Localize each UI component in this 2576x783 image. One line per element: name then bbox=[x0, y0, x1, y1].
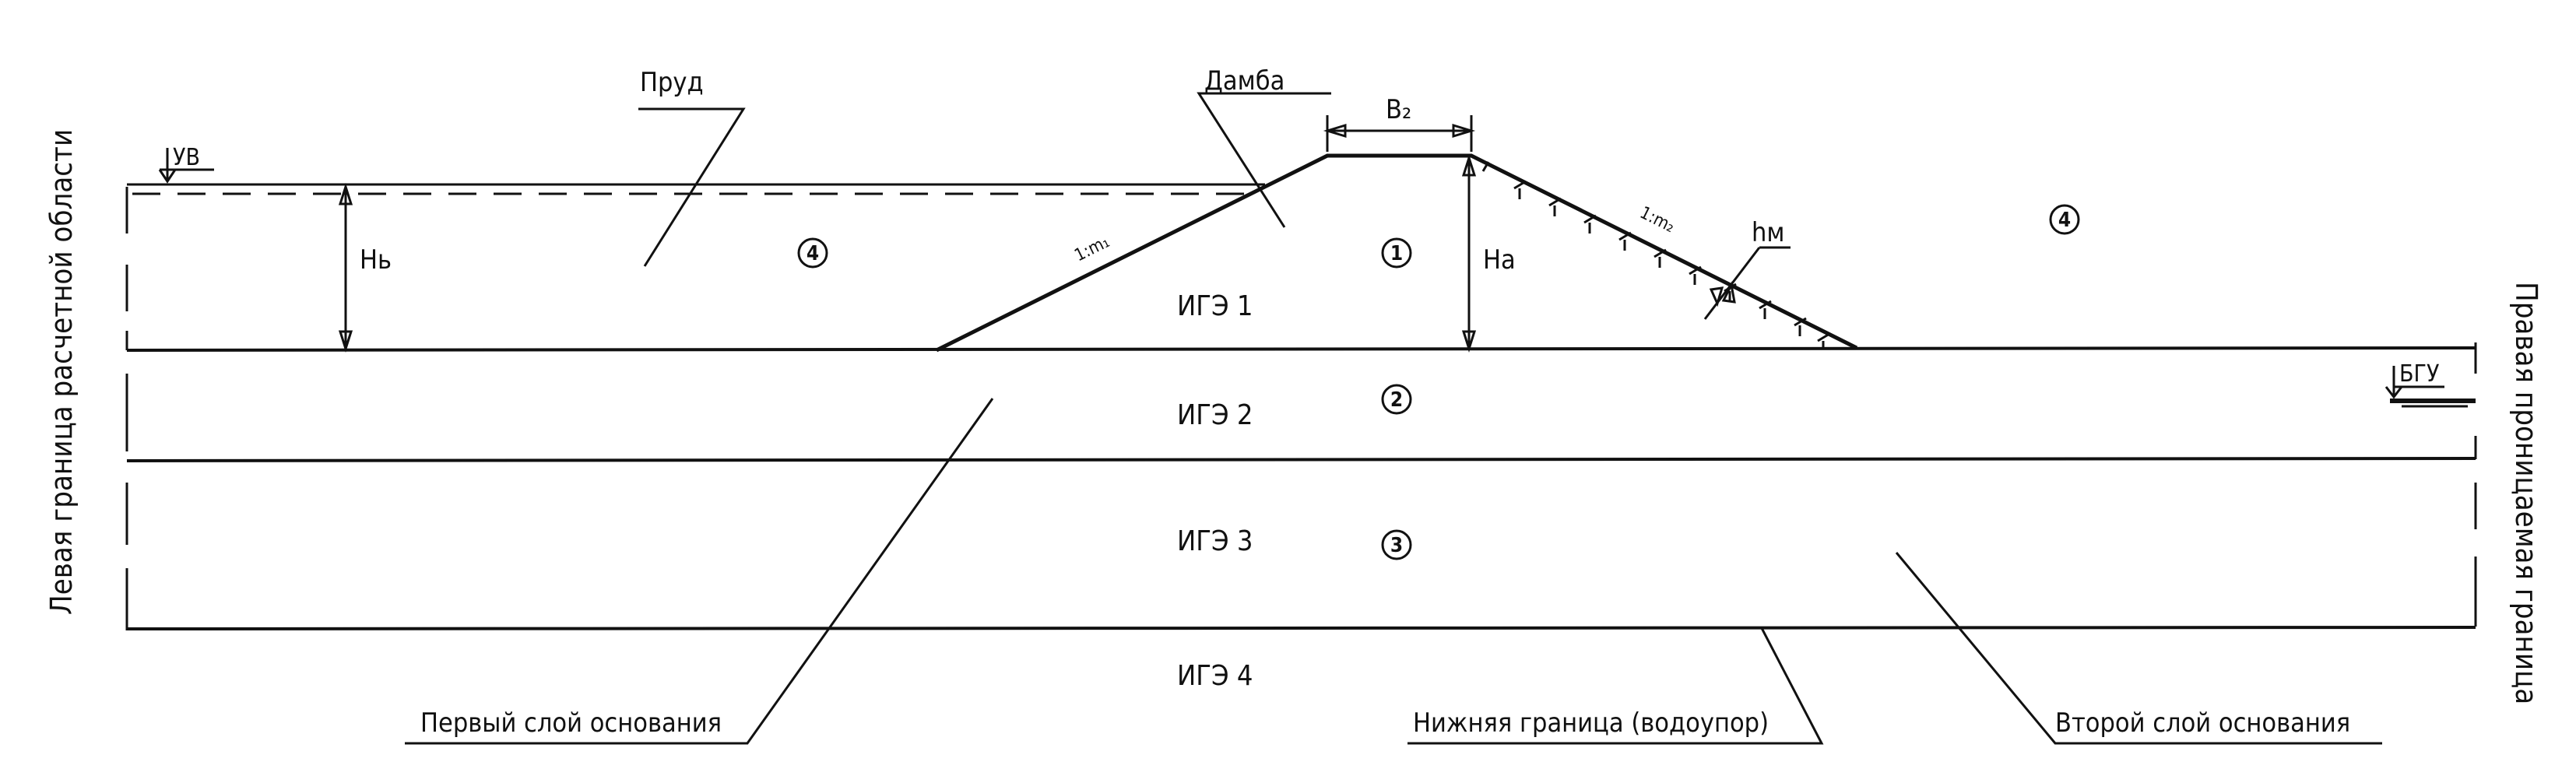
marker-4-right-text: 4 bbox=[2058, 209, 2071, 232]
ige2-ige3-boundary bbox=[126, 457, 2476, 462]
zone-ige4: ИГЭ 4 bbox=[1177, 660, 1253, 692]
leader-lines bbox=[405, 92, 2382, 745]
upstream-slope-label: 1:m₁ bbox=[1072, 232, 1113, 265]
ground-surface-line bbox=[126, 346, 2476, 352]
marker-1-dam-text: 1 bbox=[1390, 242, 1403, 265]
first-layer-label: Первый слой основания bbox=[420, 708, 722, 739]
marker-2 bbox=[1381, 384, 1412, 415]
water-depth-dimension bbox=[338, 183, 353, 353]
marker-4-pond bbox=[797, 237, 828, 269]
marker-2-text: 2 bbox=[1390, 388, 1403, 412]
dam-height-label: Hа bbox=[1483, 244, 1516, 276]
dam-label: Дамба bbox=[1204, 65, 1284, 97]
bgu-marker bbox=[2384, 366, 2476, 408]
left-boundary-label: Левая граница расчетной области bbox=[44, 129, 79, 615]
bottom-boundary-line bbox=[126, 626, 2476, 630]
zone-ige3: ИГЭ 3 bbox=[1177, 525, 1253, 557]
downstream-slope-label: 1:m₂ bbox=[1636, 203, 1678, 237]
bottom-boundary-label: Нижняя граница (водоупор) bbox=[1413, 708, 1769, 739]
bottom-boundary-leader bbox=[1407, 627, 1824, 745]
marker-3-text: 3 bbox=[1390, 534, 1403, 557]
circled-markers bbox=[797, 204, 2080, 560]
second-layer-label: Второй слой основания bbox=[2055, 708, 2350, 739]
water-level-marker bbox=[158, 148, 214, 184]
facing-thickness-dimension bbox=[1703, 246, 1791, 320]
facing-thickness-label: hм bbox=[1752, 217, 1784, 248]
marker-3 bbox=[1381, 529, 1412, 560]
marker-4-right bbox=[2049, 204, 2080, 235]
marker-4-pond-text: 4 bbox=[807, 242, 819, 265]
pond-label: Пруд bbox=[640, 67, 704, 98]
first-layer-leader bbox=[405, 398, 994, 745]
water-depth-label: Hь bbox=[360, 244, 392, 276]
crest-width-label: B₂ bbox=[1386, 94, 1411, 125]
right-boundary-label: Правая проницаемая граница bbox=[2509, 282, 2543, 704]
second-layer-leader bbox=[1895, 552, 2382, 745]
dam-height-dimension bbox=[1461, 154, 1477, 353]
dam-leader bbox=[1197, 92, 1331, 228]
marker-1-dam bbox=[1381, 237, 1412, 269]
pond-leader bbox=[638, 107, 746, 267]
zone-ige1: ИГЭ 1 bbox=[1177, 290, 1253, 322]
bgu-label: БГУ bbox=[2399, 360, 2439, 388]
slope-facing-ticks bbox=[1481, 161, 1830, 347]
crest-width-dimension bbox=[1323, 115, 1476, 152]
zone-ige2: ИГЭ 2 bbox=[1177, 399, 1253, 431]
water-level-label: УВ bbox=[173, 144, 200, 171]
